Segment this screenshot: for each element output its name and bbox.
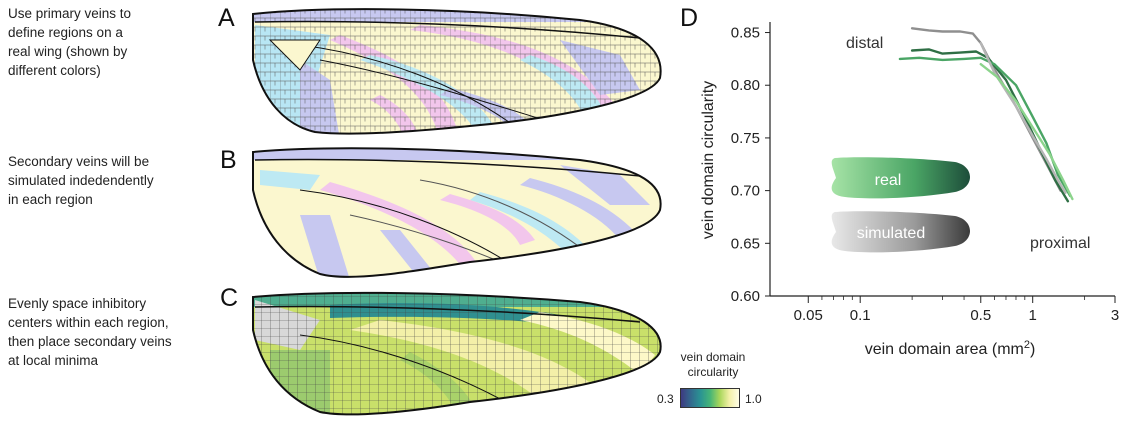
x-axis-label-end: ): [1030, 341, 1035, 358]
panel-label-a: A: [218, 4, 235, 32]
x-axis-label-sup: 2: [1024, 339, 1030, 351]
legend-real-swatch: [831, 157, 970, 199]
caption-a: Use primary veins to define regions on a…: [8, 6, 132, 78]
y-tick-label: 0.75: [731, 130, 760, 147]
x-tick-label: 0.05: [794, 307, 823, 324]
y-axis-label: vein domain circularity: [700, 81, 717, 239]
legend-simulated-swatch: [831, 211, 970, 253]
y-tick-label: 0.80: [731, 77, 760, 94]
legend-real-label: real: [875, 172, 902, 189]
y-tick-label: 0.85: [731, 25, 760, 42]
x-tick-label: 0.1: [850, 307, 871, 324]
panel-label-c: C: [220, 284, 239, 312]
annotation-proximal: proximal: [1030, 235, 1090, 252]
chart-axes: 0.60 0.65 0.70 0.75 0.80 0.85 0.05 0.1 0.5 1 3: [731, 22, 1119, 324]
series-line-real: [979, 63, 1074, 201]
x-tick-label: 1: [1029, 307, 1037, 324]
caption-c: Evenly space inhibitory centers within e…: [8, 296, 172, 368]
panel-label-b: B: [220, 146, 237, 174]
x-tick-label: 3: [1111, 307, 1119, 324]
x-axis-label-main: vein domain area (mm: [865, 341, 1024, 358]
x-tick-label: 0.5: [970, 307, 991, 324]
y-tick-label: 0.60: [731, 288, 760, 305]
chart-series: [898, 27, 1074, 203]
series-line-simulated: [979, 41, 1067, 194]
annotation-distal: distal: [846, 35, 883, 52]
panel-label-d: D: [680, 4, 699, 32]
wing-b: [253, 148, 661, 277]
colorbar-max-label: 1.0: [745, 392, 762, 406]
y-tick-label: 0.65: [731, 235, 760, 252]
x-axis-label: vein domain area (mm2): [865, 339, 1036, 358]
colorbar-gradient: [680, 388, 740, 408]
colorbar-min-label: 0.3: [657, 392, 674, 406]
colorbar-title: vein domain circularity: [680, 350, 746, 379]
legend-simulated-label: simulated: [857, 225, 925, 242]
caption-b: Secondary veins will be simulated indede…: [8, 154, 154, 207]
y-tick-label: 0.70: [731, 183, 760, 200]
